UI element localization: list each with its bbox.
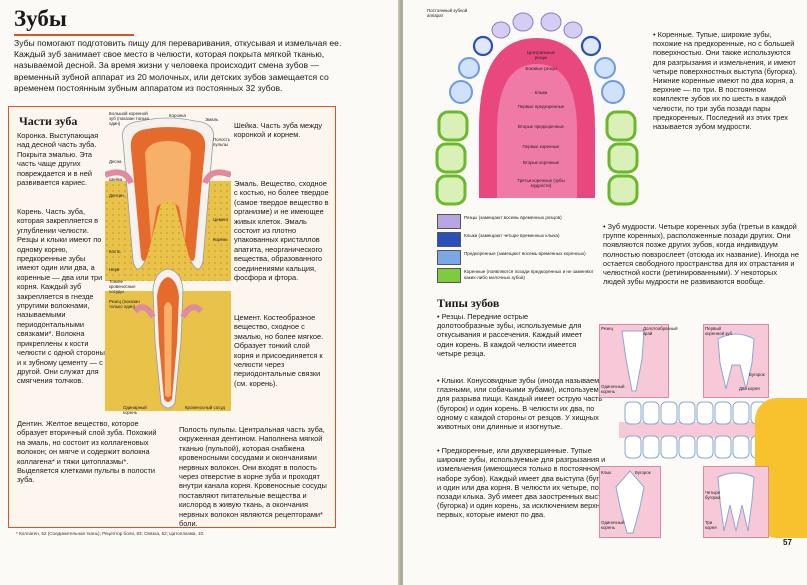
upper-molar-illustration	[703, 466, 769, 538]
canines	[472, 35, 602, 57]
molars-text: Коренные. Тупые, широкие зубы, похожие н…	[653, 30, 799, 131]
label-chisel: Долотообразный край	[643, 326, 678, 336]
parts-title: Части зуба	[19, 114, 78, 128]
label-cement: Цемент	[213, 217, 229, 222]
premolars-text: Предкоренные, или двухвершинные. Тупые ш…	[437, 446, 617, 520]
wisdom-text: Зуб мудрости. Четыре коренных зуба (трет…	[603, 222, 799, 286]
label-four-cusps: Четыре бугорка	[705, 490, 721, 500]
legend-label: Резцы (замещают восемь временных резцов)	[464, 215, 562, 220]
premolars	[449, 57, 625, 104]
legend-label: Предкоренные (замещают восемь временных …	[464, 251, 586, 256]
page-title: Зубы	[14, 6, 67, 31]
label-root: Корень	[213, 237, 228, 242]
molar-pulp	[145, 141, 191, 241]
label-pulp-cavity: Полость пульпы	[213, 137, 231, 147]
label-single-root: Одинарный корень	[123, 405, 147, 415]
gum	[105, 169, 231, 185]
left-page: Зубы Зубы помогают подготовить пищу для …	[0, 0, 400, 585]
pulp-text: Полость пульпы. Центральная часть зуба, …	[179, 425, 327, 529]
tooth-parts-panel: Части зуба Коронка. Выступающая над десн…	[8, 106, 336, 528]
legend-swatch	[437, 232, 461, 247]
legend-label: Клыки (замещают четыре временных клыка)	[464, 233, 560, 238]
book-gutter	[398, 0, 405, 585]
intro-paragraph: Зубы помогают подготовить пищу для перев…	[14, 38, 342, 93]
arch-label-first-premolars: Первые предкоренные	[517, 104, 565, 109]
footnote: * Коллаген, 52 (Соединительная ткань); Р…	[16, 531, 205, 536]
molar-illustration	[703, 324, 769, 398]
legend-molars: Коренные (появляются позади предкоренных…	[437, 268, 597, 283]
molars	[435, 110, 639, 206]
label-three-roots: Три корня	[705, 520, 717, 530]
cement-text: Цемент. Костеобразное вещество, сходное …	[234, 313, 324, 388]
label-incisor: Резец	[601, 326, 614, 331]
right-page: Постоянный зубной аппарат Центральные ре…	[403, 0, 807, 585]
arch-label-first-molars: Первые коренные	[522, 144, 560, 149]
incisor-illustration	[599, 324, 669, 398]
arch-label-lateral: Боковые резцы	[525, 66, 557, 71]
arch-label-second-molars: Вторые коренные	[522, 160, 560, 165]
arch-label-central: Центральные резцы	[527, 50, 555, 60]
legend-label: Коренные (появляются позади предкоренных…	[464, 269, 594, 280]
label-canine: Резец (показан только один)	[109, 299, 140, 309]
label-neck: Шейка	[109, 177, 123, 182]
page-number: 57	[783, 538, 792, 547]
dentin-text: Дентин. Желтое вещество, которое образуе…	[17, 419, 157, 485]
legend-swatch	[437, 268, 461, 283]
enamel-text: Эмаль. Вещество, сходное с костью, но бо…	[234, 179, 329, 283]
arch-label-third-molars: Третьи коренные (зубы мудрости)	[517, 178, 565, 188]
types-title: Типы зубов	[437, 296, 500, 310]
neck-text: Шейка. Часть зуба между коронкой и корне…	[234, 121, 323, 140]
label-blood-vessel: Кровеносный сосуд	[185, 405, 225, 410]
label-nerve: Нерв	[109, 267, 120, 272]
arch-header: Постоянный зубной аппарат	[427, 8, 468, 18]
label-vessels: Тонкие кровеносные сосуды	[109, 279, 136, 294]
label-canine: Клык	[601, 470, 612, 475]
incisor-pulp	[164, 302, 172, 397]
label-big-molar: Большой коренной зуб (показан только оди…	[109, 111, 150, 126]
label-two-roots: Два корня	[739, 386, 760, 391]
label-crown: Коронка	[169, 113, 186, 118]
label-enamel: Эмаль	[205, 117, 219, 122]
title-rule	[14, 34, 134, 36]
arch-label-second-premolars: Вторые предкоренные	[518, 124, 564, 129]
label-cusp: Бугорок	[749, 372, 765, 377]
tooth-cross-section	[105, 117, 231, 411]
legend-premolars: Предкоренные (замещают восемь временных …	[437, 250, 597, 265]
legend-swatch	[437, 250, 461, 265]
crown-text: Коронка. Выступающая над десной часть зу…	[17, 131, 99, 188]
label-single-root-incisor: Одиночный корень	[601, 384, 625, 394]
incisors	[491, 12, 583, 39]
legend-canines: Клыки (замещают четыре временных клыка)	[437, 232, 597, 247]
label-first-molar: Первый коренной зуб	[705, 326, 732, 336]
legend-swatch	[437, 214, 461, 229]
canines-text: Клыки. Конусовидные зубы (иногда называе…	[437, 376, 615, 431]
label-cusp-canine: Бугорок	[635, 470, 651, 475]
canine-illustration	[599, 466, 661, 538]
incisors-text: Резцы. Передние острые долотообразные зу…	[437, 312, 587, 358]
label-jaw-bone: Кость	[109, 249, 121, 254]
dental-arch-diagram	[435, 12, 639, 206]
root-text: Корень. Часть зуба, которая закрепляется…	[17, 207, 105, 386]
label-dentin: Дентин	[109, 193, 124, 198]
arch-label-canines: Клыки	[534, 90, 548, 95]
label-single-root-canine: Одиночный корень	[601, 520, 625, 530]
legend-incisors: Резцы (замещают восемь временных резцов)	[437, 214, 597, 229]
label-gum: Десна	[109, 159, 122, 164]
